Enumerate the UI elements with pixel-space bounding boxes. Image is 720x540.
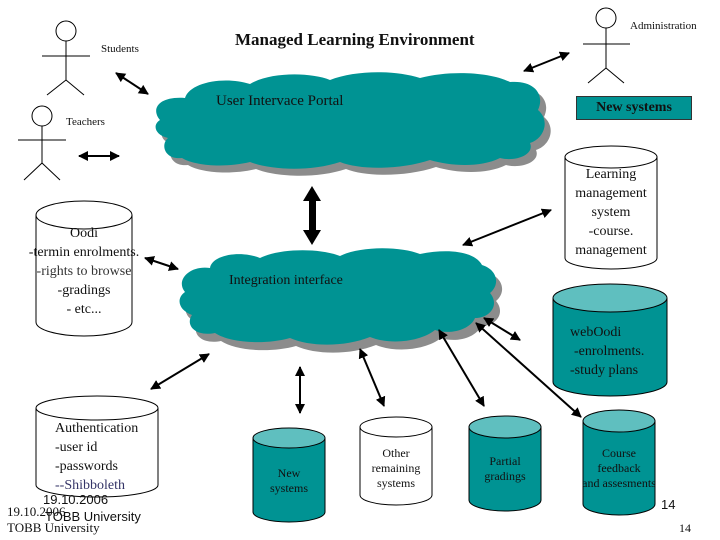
lms-line: system: [591, 205, 631, 220]
footer-org-sans: TOBB University: [45, 509, 141, 524]
administration-portal-arrow: [523, 51, 570, 73]
portal-cloud-label: User Intervace Portal: [216, 93, 344, 109]
teachers-label: Teachers: [66, 116, 105, 128]
portal-cloud: [155, 72, 551, 176]
auth-integration-arrow: [150, 353, 210, 390]
auth-database-icon: [35, 395, 159, 498]
oodi-database-icon: [35, 200, 133, 337]
other-line: remaining: [371, 461, 421, 475]
administration-label: Administration: [630, 20, 697, 32]
oodi-integration-arrow: [144, 256, 179, 271]
feedback-database-label: Course feedback and assesments: [569, 446, 669, 491]
students-label: Students: [101, 43, 139, 55]
weboodi-line: webOodi: [570, 325, 622, 340]
integration-cloud-label: Integration interface: [229, 273, 343, 288]
page-number-serif: 14: [679, 521, 691, 535]
feedback-line: Course: [602, 446, 636, 460]
page-number-sans: 14: [661, 497, 676, 512]
auth-line: -passwords: [55, 459, 118, 474]
administration-actor-icon: [583, 7, 630, 84]
footer-org-serif: TOBB University: [7, 520, 100, 535]
other-database-label: Other remaining systems: [356, 446, 436, 491]
oodi-line: - etc...: [66, 302, 102, 317]
students-portal-arrow: [115, 72, 149, 95]
oodi-line: Oodi: [70, 226, 98, 241]
auth-line: -user id: [55, 440, 98, 455]
portal-integration-arrow: [303, 186, 321, 245]
other-line: systems: [376, 476, 415, 490]
oodi-line: -rights to browse: [36, 264, 132, 279]
teachers-actor-icon: [18, 105, 66, 181]
newsys-line: systems: [269, 481, 308, 495]
weboodi-database-icon: [552, 283, 668, 397]
partial-database-icon: [468, 415, 542, 512]
diagram-title: Managed Learning Environment: [235, 30, 475, 49]
auth-line: --Shibboleth: [55, 478, 125, 493]
lms-line: management: [575, 186, 647, 201]
auth-database-label: Authentication -user id -passwords --Shi…: [55, 419, 138, 495]
footer-date-serif: 19.10.2006: [7, 504, 66, 519]
footer-date-sans: 19.10.2006: [43, 492, 109, 507]
auth-line: Authentication: [55, 421, 139, 436]
lms-line: Learning: [585, 167, 637, 182]
oodi-database-label: Oodi -termin enrolments. -rights to brow…: [14, 224, 154, 319]
other-database-icon: [359, 416, 433, 506]
oodi-line: -gradings: [57, 283, 111, 298]
feedback-line: and assesments: [582, 476, 656, 490]
lms-line: management: [575, 243, 647, 258]
weboodi-line: -study plans: [570, 363, 639, 378]
weboodi-line: -enrolments.: [574, 344, 645, 359]
other-integration-arrow: [358, 348, 386, 407]
lms-database-icon: [564, 145, 658, 270]
oodi-line: -termin enrolments.: [28, 245, 140, 260]
feedback-database-icon: [582, 409, 656, 516]
students-actor-icon: [42, 20, 90, 96]
other-line: Other: [382, 446, 410, 460]
lms-integration-arrow: [462, 208, 552, 247]
newsys-line: New: [277, 466, 301, 480]
lms-database-label: Learning management system -course. mana…: [561, 165, 661, 260]
new-systems-box: New systems: [576, 96, 692, 120]
newsys-database-label: New systems: [253, 466, 325, 496]
partial-database-label: Partial gradings: [469, 454, 541, 484]
newsys-database-icon: [252, 427, 326, 523]
partial-line: gradings: [484, 469, 526, 483]
feedback-line: feedback: [597, 461, 641, 475]
weboodi-database-label: webOodi -enrolments. -study plans: [570, 323, 644, 380]
lms-line: -course.: [588, 224, 634, 239]
weboodi-integration-arrow: [483, 317, 521, 341]
partial-line: Partial: [489, 454, 521, 468]
partial-integration-arrow: [438, 329, 485, 407]
integration-cloud: [179, 248, 503, 353]
